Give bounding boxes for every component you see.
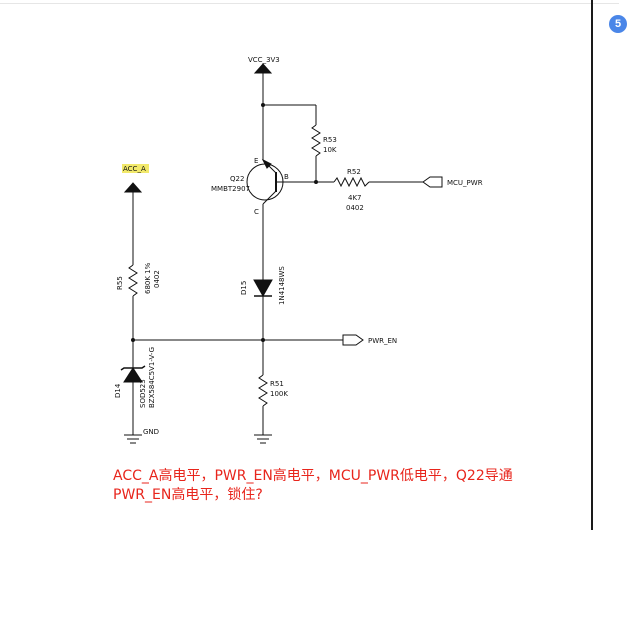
r53-ref: R53 <box>323 136 337 144</box>
pwr-en-connector <box>342 334 364 346</box>
acc-label-highlight <box>122 164 149 173</box>
mcu-pwr-label: MCU_PWR <box>447 179 483 187</box>
d14-part: BZX584C5V1-V-G <box>148 347 156 408</box>
d15-part: 1N4148WS <box>278 266 286 305</box>
acc-label: ACC_A <box>123 165 146 173</box>
r55-resistor <box>128 264 138 297</box>
vcc-label: VCC_3V3 <box>248 56 280 64</box>
right-panel-divider <box>591 0 593 530</box>
q22-pin-b: B <box>284 173 289 181</box>
d14-bar <box>120 365 146 371</box>
r53-resistor <box>311 124 321 157</box>
junction-dot <box>261 338 265 342</box>
annotation-line-2: PWR_EN高电平，锁住? <box>113 487 263 503</box>
r52-resistor <box>333 176 370 188</box>
r53-value: 10K <box>323 146 337 154</box>
q22-collector-leg <box>262 190 277 205</box>
annotation-line-1: ACC_A高电平，PWR_EN高电平，MCU_PWR低电平，Q22导通 <box>113 468 513 484</box>
pwr-en-label: PWR_EN <box>368 337 397 345</box>
r52-package: 0402 <box>346 204 364 212</box>
r52-ref: R52 <box>347 168 361 176</box>
annotation-note: ACC_A高电平，PWR_EN高电平，MCU_PWR低电平，Q22导通 PWR_… <box>113 467 513 505</box>
junction-dot <box>131 338 135 342</box>
r52-value: 4K7 <box>348 194 362 202</box>
r51-value: 100K <box>270 390 288 398</box>
junction-dot <box>314 180 318 184</box>
d14-package: SOD523 <box>139 379 147 408</box>
gnd-label: GND <box>143 428 159 436</box>
q22-pin-c: C <box>254 208 259 216</box>
top-border <box>0 3 619 4</box>
r51-resistor <box>258 374 268 407</box>
r55-package: 0402 <box>153 270 161 288</box>
q22-ref: Q22 <box>230 175 244 183</box>
r51-ref: R51 <box>270 380 284 388</box>
q22-part: MMBT2907 <box>211 185 250 193</box>
q22-pin-e: E <box>254 157 258 165</box>
side-badge-icon[interactable]: 5 <box>609 15 627 33</box>
mcu-pwr-connector <box>422 176 443 188</box>
d15-ref: D15 <box>240 281 248 295</box>
acc-arrow <box>123 182 143 193</box>
junction-dot <box>261 103 265 107</box>
q22-emitter-arrow <box>261 158 272 169</box>
d14-ref: D14 <box>114 383 122 398</box>
r55-ref: R55 <box>116 276 124 290</box>
vcc-arrow <box>253 63 273 74</box>
d15-diode <box>253 279 273 298</box>
r55-value: 680K 1% <box>144 262 152 294</box>
